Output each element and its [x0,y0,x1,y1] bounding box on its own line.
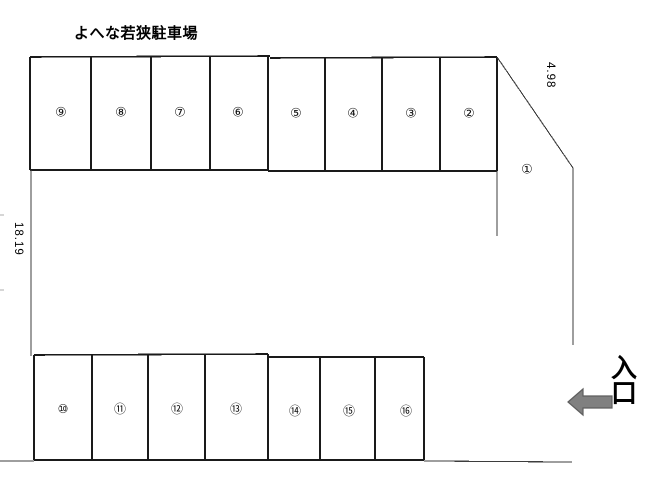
stall-label-16: ⑯ [399,404,413,418]
bottom-row-top-edge-left [33,353,269,356]
stall-label-11: ⑪ [113,402,127,416]
stall-label-1: ① [521,162,533,178]
stall-label-14: ⑭ [288,404,302,418]
dimension-label-width: 4.98 [544,62,556,89]
top-row-top-edge-left [29,55,271,58]
site-boundary-bottom-right [423,460,573,463]
stall-label-9: ⑨ [55,105,67,121]
stall-label-6: ⑥ [232,105,244,121]
stall-label-15: ⑮ [342,404,356,418]
entrance-label: 入 口 [604,354,644,410]
page-title: よへな若狭駐車場 [74,24,199,42]
stall-label-13: ⑬ [229,402,243,416]
stall-label-10: ⑩ [57,402,69,416]
top-row-top-edge-right [269,56,498,59]
corner-diagonal [496,56,574,169]
stall-label-12: ⑫ [170,402,184,416]
stall-label-7: ⑦ [174,105,186,121]
stall-label-2: ② [463,106,475,122]
dimension-label-length: 18.19 [12,222,24,256]
stall-label-3: ③ [405,106,417,122]
stall-label-5: ⑤ [290,106,302,122]
stall-label-8: ⑧ [115,105,127,121]
entrance-char-2: 口 [610,379,637,410]
entrance-char-1: 入 [610,354,637,384]
entrance-arrow-icon [567,387,613,417]
stall-label-4: ④ [347,106,359,122]
